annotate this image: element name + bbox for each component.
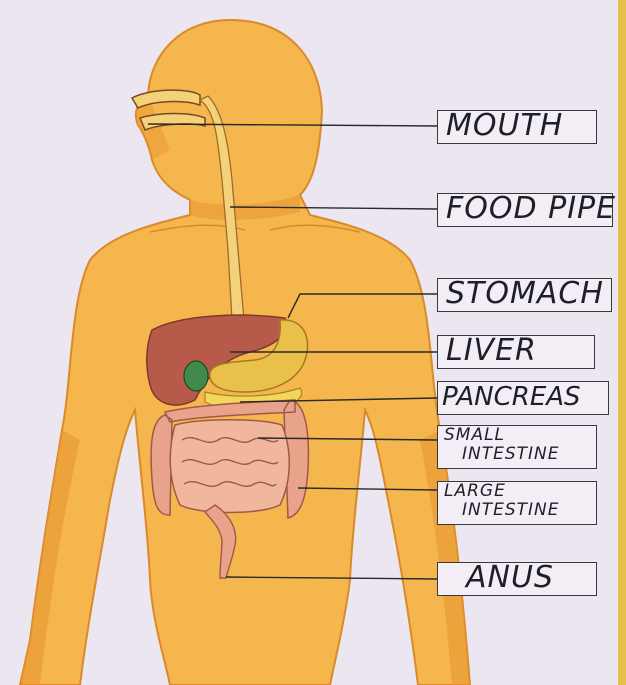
label-anus-text: ANUS: [446, 560, 554, 595]
label-stomach: STOMACH: [437, 278, 612, 312]
page-edge: [618, 0, 626, 685]
label-liver-text: LIVER: [446, 333, 537, 368]
gall-bladder-organ: [184, 361, 208, 391]
label-anus: ANUS: [437, 562, 597, 596]
label-mouth: MOUTH: [437, 110, 597, 144]
label-mouth-text: MOUTH: [446, 108, 563, 143]
label-large-intestine-line1: LARGE: [444, 482, 596, 501]
label-small-intestine-line1: SMALL: [444, 426, 596, 445]
small-intestine-organ: [170, 420, 289, 513]
label-small-intestine: SMALL INTESTINE: [437, 425, 597, 469]
label-pancreas: PANCREAS: [437, 381, 609, 415]
label-food-pipe: FOOD PIPE: [437, 193, 613, 227]
label-small-intestine-line2: INTESTINE: [444, 445, 596, 464]
label-liver: LIVER: [437, 335, 595, 369]
label-food-pipe-text: FOOD PIPE: [446, 191, 616, 226]
label-large-intestine: LARGE INTESTINE: [437, 481, 597, 525]
label-large-intestine-line2: INTESTINE: [444, 501, 596, 520]
label-pancreas-text: PANCREAS: [442, 382, 581, 412]
label-stomach-text: STOMACH: [446, 276, 604, 311]
